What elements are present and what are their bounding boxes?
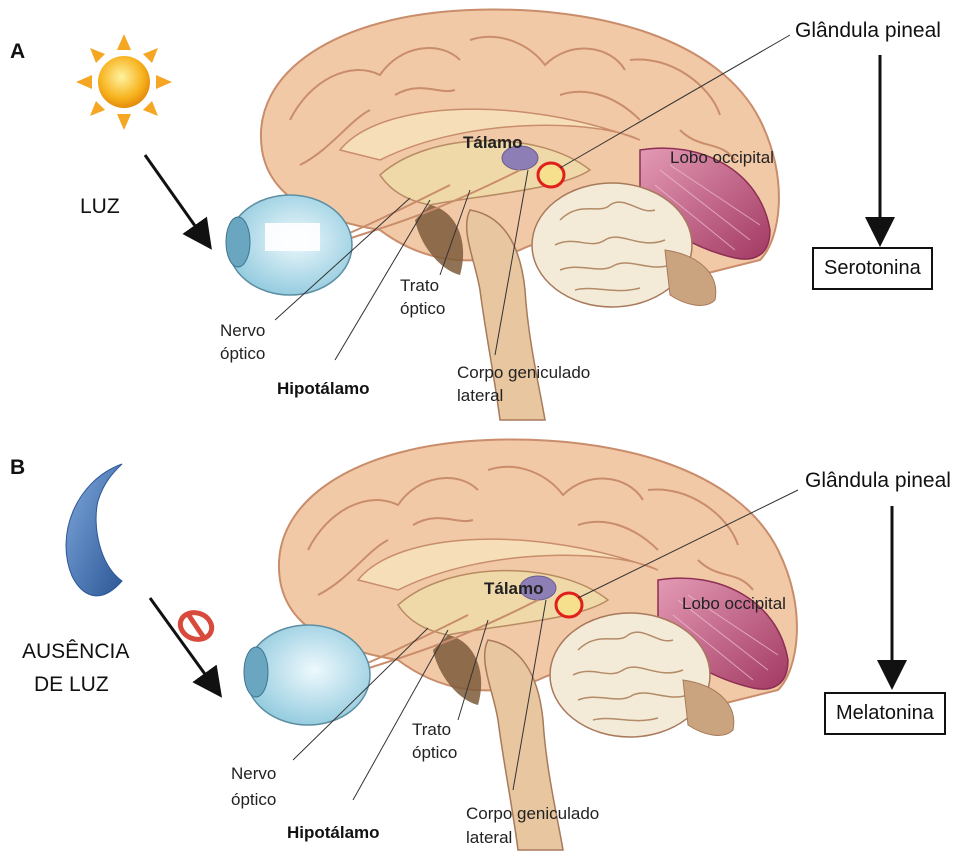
thalamus-label: Tálamo <box>484 578 544 600</box>
pineal-label: Glândula pineal <box>795 17 941 44</box>
hypothalamus-label: Hipotálamo <box>287 822 380 844</box>
panel-b: B AUSÊNCIA DE LUZ Glândula pineal Tálamo… <box>0 426 972 852</box>
optic-nerve-label-1: Nervo <box>220 320 265 342</box>
condition-label-line2: DE LUZ <box>34 671 109 698</box>
lgn-label-1: Corpo geniculado <box>457 362 590 384</box>
panel-letter: A <box>10 40 25 64</box>
occipital-label: Lobo occipital <box>682 593 786 615</box>
light-arrow <box>150 598 215 688</box>
optic-tract-label-1: Trato <box>400 275 439 297</box>
moon-icon <box>66 464 122 596</box>
pineal-label: Glândula pineal <box>805 467 951 494</box>
sun-icon <box>76 34 172 130</box>
pineal-highlight <box>556 593 582 617</box>
optic-tract-label-2: óptico <box>412 742 457 764</box>
prohibited-icon <box>177 608 216 643</box>
lgn-label-1: Corpo geniculado <box>466 803 599 825</box>
pineal-highlight <box>538 163 564 187</box>
result-box: Serotonina <box>812 247 933 290</box>
panel-letter: B <box>10 456 25 480</box>
optic-nerve-label-2: óptico <box>220 343 265 365</box>
eye <box>244 625 370 725</box>
optic-nerve-label-2: óptico <box>231 789 276 811</box>
occipital-label: Lobo occipital <box>670 147 774 169</box>
condition-label: LUZ <box>80 193 120 220</box>
hypothalamus-label: Hipotálamo <box>277 378 370 400</box>
thalamus-label: Tálamo <box>463 132 523 154</box>
condition-label-line1: AUSÊNCIA <box>22 638 129 665</box>
lgn-label-2: lateral <box>466 827 512 849</box>
optic-tract-label-1: Trato <box>412 719 451 741</box>
result-box: Melatonina <box>824 692 946 735</box>
optic-tract-label-2: óptico <box>400 298 445 320</box>
lgn-label-2: lateral <box>457 385 503 407</box>
eye <box>226 195 352 295</box>
optic-nerve-label-1: Nervo <box>231 763 276 785</box>
light-arrow <box>145 155 205 240</box>
panel-a: A LUZ Glândula pineal Tálamo Lobo occipi… <box>0 0 972 426</box>
